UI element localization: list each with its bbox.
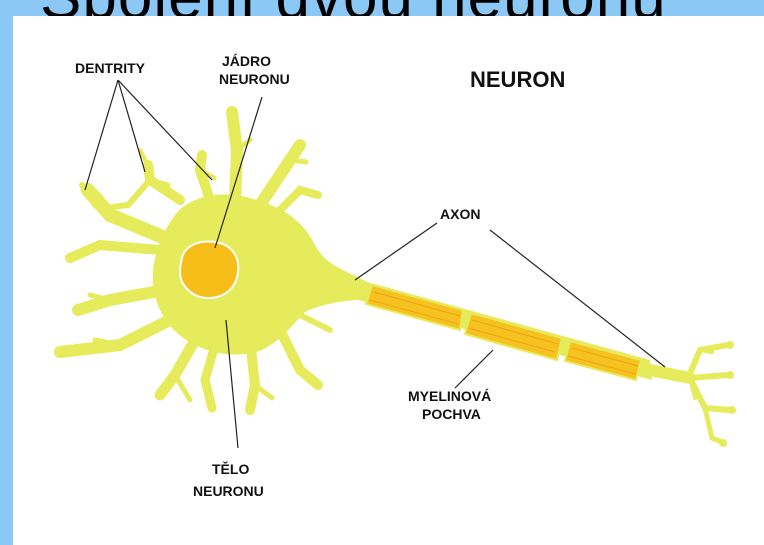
myelin-segment bbox=[465, 313, 562, 360]
myelin-label-line2: POCHVA bbox=[422, 406, 481, 422]
nucleus bbox=[180, 242, 238, 298]
myelin-sheath bbox=[366, 285, 641, 380]
myelin-label-line1: MYELINOVÁ bbox=[408, 388, 491, 404]
dendrites-label: DENTRITY bbox=[75, 60, 146, 76]
axon-terminals bbox=[640, 345, 730, 442]
nucleus-label-line1: JÁDRO bbox=[222, 53, 271, 69]
myelin-pointer bbox=[455, 350, 493, 388]
myelin-segment bbox=[366, 285, 463, 330]
nucleus-label-line2: NEURONU bbox=[219, 71, 290, 87]
body-label-line1: TĚLO bbox=[212, 460, 249, 477]
axon-pointer-1 bbox=[355, 223, 437, 280]
myelin-segment bbox=[565, 341, 641, 380]
body-label-line2: NEURONU bbox=[193, 483, 264, 499]
diagram-title: NEURON bbox=[470, 67, 565, 92]
axon-terminal-knobs bbox=[719, 341, 736, 447]
axon-label: AXON bbox=[440, 206, 480, 222]
dendrite-pointer-1 bbox=[85, 80, 118, 190]
